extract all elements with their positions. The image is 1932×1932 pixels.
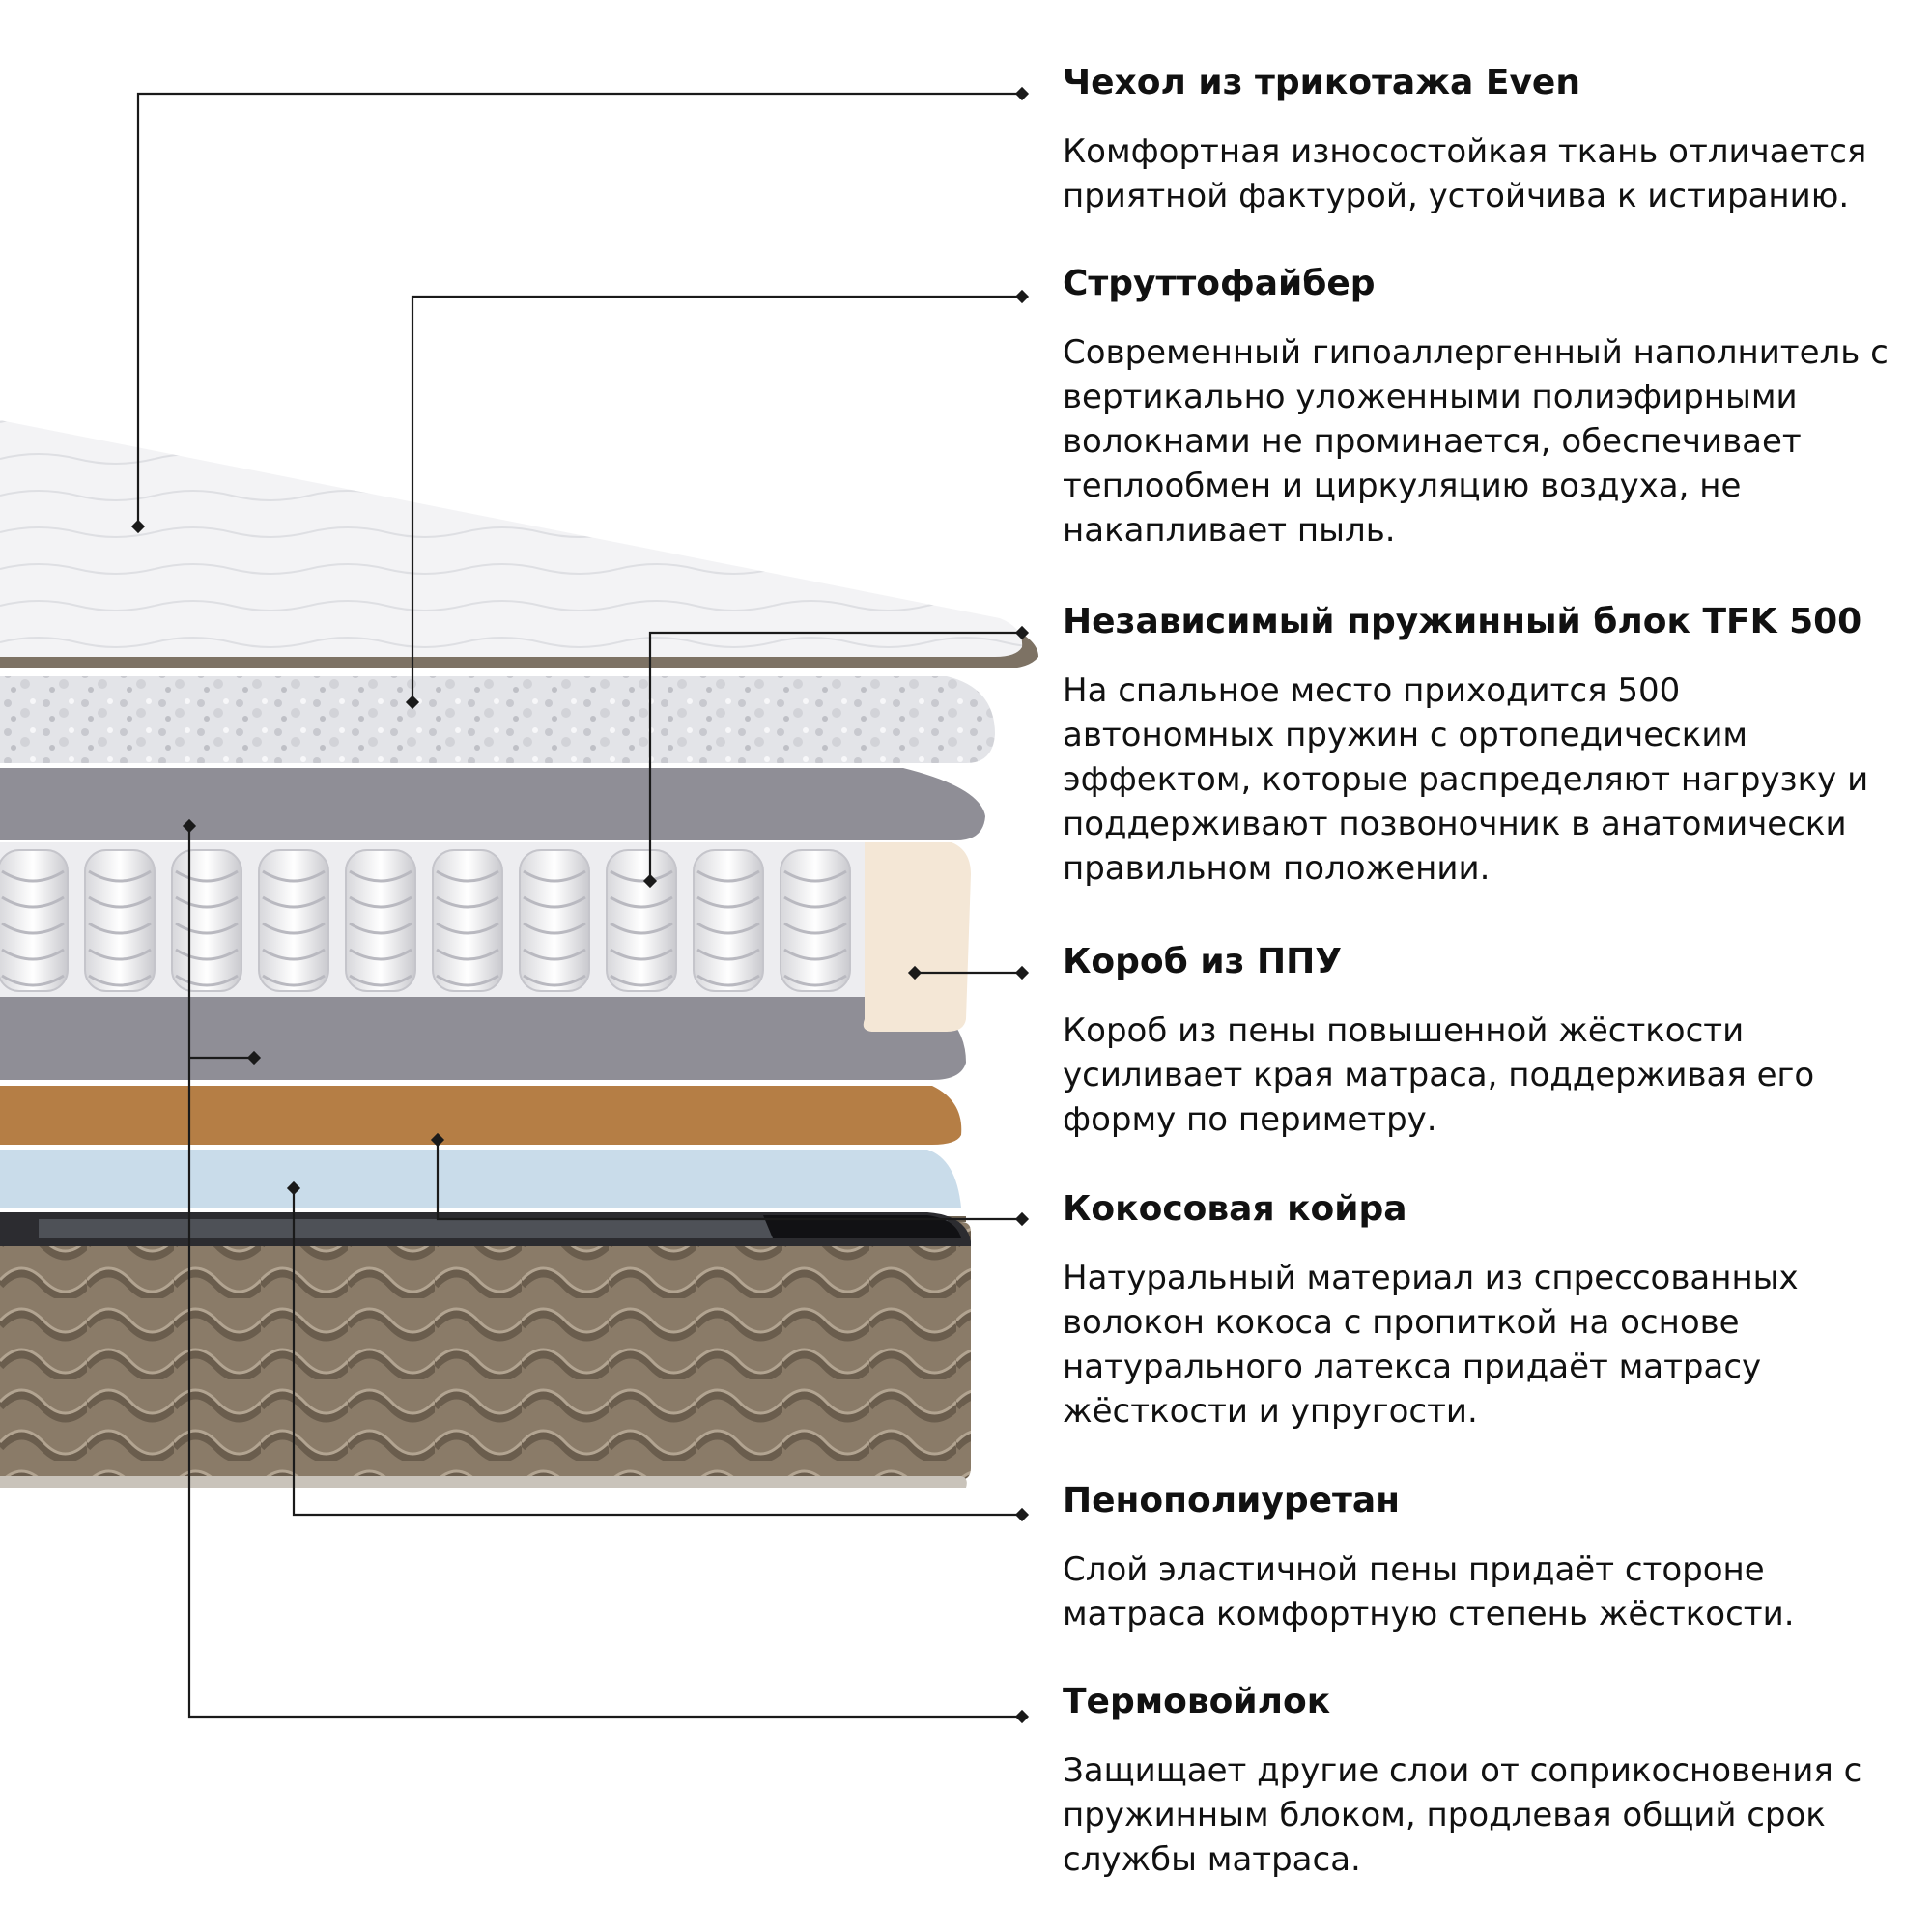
- desc-line: матраса комфортную степень жёсткости.: [1063, 1595, 1795, 1634]
- leader-dots: [130, 86, 1030, 1724]
- layer-description: Современный гипоаллергенный наполнитель …: [1063, 330, 1903, 553]
- layer-spring-block: Независимый пружинный блок TFK 500 На сп…: [1063, 601, 1903, 891]
- desc-line: приятной фактурой, устойчива к истиранию…: [1063, 177, 1850, 215]
- leader-line: [411, 295, 1022, 702]
- layer-foam-box: Короб из ППУ Короб из пены повышенной жё…: [1063, 941, 1903, 1142]
- foam-layer: [0, 1150, 961, 1208]
- desc-line: На спальное место приходится 500: [1063, 671, 1681, 710]
- desc-line: волокон кокоса с пропиткой на основе: [1063, 1303, 1740, 1342]
- layer-title: Пенополиуретан: [1063, 1481, 1401, 1520]
- leader-dot: [1014, 625, 1030, 640]
- layer-felt: Термовойлок Защищает другие слои от сопр…: [1063, 1681, 1903, 1882]
- layer-title: Кокосовая койра: [1063, 1189, 1407, 1229]
- spring-coil: [693, 849, 764, 992]
- leader-line: [187, 826, 1022, 1719]
- layer-struttofiber: Струттофайбер Современный гипоаллергенны…: [1063, 263, 1903, 553]
- spring-coil: [780, 849, 851, 992]
- desc-line: поддерживают позвоночник в анатомически: [1063, 805, 1847, 843]
- leader-lines: [136, 92, 1022, 1719]
- leader-dot: [1014, 1507, 1030, 1522]
- desc-line: Натуральный материал из спрессованных: [1063, 1259, 1799, 1297]
- leader-dot: [182, 818, 197, 834]
- layer-description: Защищает другие слои от соприкосновения …: [1063, 1748, 1903, 1882]
- desc-line: Короб из пены повышенной жёсткости: [1063, 1011, 1745, 1050]
- layer-coir: Кокосовая койра Натуральный материал из …: [1063, 1188, 1903, 1434]
- layer-description: Комфортная износостойкая ткань отличаетс…: [1063, 129, 1903, 218]
- layer-title: Струттофайбер: [1063, 264, 1376, 303]
- leader-dot: [1014, 965, 1030, 980]
- layer-description: Слой эластичной пены придаёт стороне мат…: [1063, 1548, 1903, 1636]
- spring-coil: [258, 849, 329, 992]
- leader-dot: [1014, 1709, 1030, 1724]
- leader-line: [648, 631, 1022, 881]
- layer-description: Натуральный материал из спрессованных во…: [1063, 1256, 1903, 1434]
- lower-felt-layer: [0, 993, 966, 1080]
- desc-line: вертикально уложенными полиэфирными: [1063, 378, 1798, 416]
- layer-description: На спальное место приходится 500 автоном…: [1063, 668, 1903, 891]
- foam-box: [863, 842, 971, 1032]
- leader-dot: [907, 965, 923, 980]
- leader-dot: [1014, 1211, 1030, 1227]
- dark-edge: [0, 1212, 971, 1246]
- spring-coil: [171, 849, 242, 992]
- desc-line: эффектом, которые распределяют нагрузку …: [1063, 760, 1869, 799]
- layer-title: Термовойлок: [1063, 1682, 1331, 1721]
- desc-line: усиливает края матраса, поддерживая его: [1063, 1056, 1815, 1094]
- spring-coil: [606, 849, 677, 992]
- leader-dot: [1014, 86, 1030, 101]
- desc-line: форму по периметру.: [1063, 1100, 1437, 1139]
- layer-title: Короб из ППУ: [1063, 942, 1343, 981]
- leader-dot: [246, 1050, 262, 1065]
- desc-line: автономных пружин с ортопедическим: [1063, 716, 1748, 754]
- desc-line: пружинным блоком, продлевая общий срок: [1063, 1796, 1826, 1834]
- leader-dot: [1014, 289, 1030, 304]
- coir-layer: [0, 1086, 962, 1145]
- layer-title: Независимый пружинный блок TFK 500: [1063, 602, 1862, 641]
- spring-coil: [519, 849, 590, 992]
- leader-dot: [286, 1180, 301, 1196]
- leader-line: [136, 92, 1022, 526]
- desc-line: Защищает другие слои от соприкосновения …: [1063, 1751, 1862, 1790]
- spring-coil: [0, 849, 69, 992]
- leader-line: [292, 1188, 1022, 1517]
- desc-line: волокнами не проминается, обеспечивает: [1063, 422, 1802, 461]
- leader-line: [436, 1140, 1022, 1221]
- upper-felt-layer: [0, 768, 985, 840]
- layer-description: Короб из пены повышенной жёсткости усили…: [1063, 1009, 1903, 1142]
- desc-line: Слой эластичной пены придаёт стороне: [1063, 1550, 1765, 1589]
- desc-line: Современный гипоаллергенный наполнитель …: [1063, 333, 1889, 372]
- leader-dot: [430, 1132, 445, 1148]
- leader-dot: [642, 873, 658, 889]
- layer-title: Чехол из трикотажа Even: [1063, 63, 1580, 102]
- struttofiber-layer: [0, 676, 995, 763]
- desc-line: теплообмен и циркуляцию воздуха, не: [1063, 467, 1742, 505]
- spring-coil: [84, 849, 156, 992]
- desc-line: жёсткости и упругости.: [1063, 1392, 1478, 1431]
- desc-line: накапливает пыль.: [1063, 511, 1396, 550]
- desc-line: Комфортная износостойкая ткань отличаетс…: [1063, 132, 1867, 171]
- cover-layer: [0, 420, 1038, 668]
- desc-line: правильном положении.: [1063, 849, 1491, 888]
- spring-coil: [432, 849, 503, 992]
- spring-block: [0, 842, 869, 997]
- layer-foam: Пенополиуретан Слой эластичной пены прид…: [1063, 1480, 1903, 1636]
- spring-coil: [345, 849, 416, 992]
- side-panel: [0, 1216, 971, 1488]
- desc-line: службы матраса.: [1063, 1840, 1361, 1879]
- leader-dot: [405, 695, 420, 710]
- leader-dot: [130, 519, 146, 534]
- layer-cover: Чехол из трикотажа Even Комфортная износ…: [1063, 62, 1903, 218]
- desc-line: натурального латекса придаёт матрасу: [1063, 1348, 1762, 1386]
